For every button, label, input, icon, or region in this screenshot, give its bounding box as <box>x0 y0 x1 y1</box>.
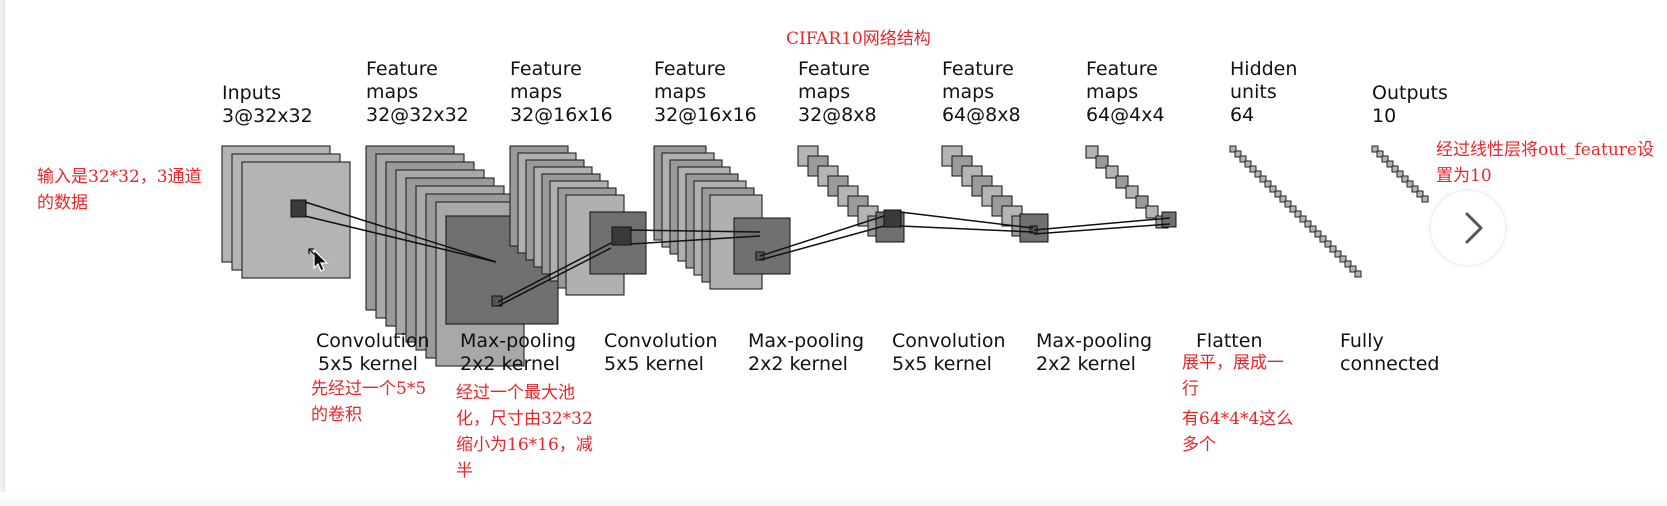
hidden-unit <box>1334 250 1342 258</box>
hidden-unit <box>1284 200 1292 208</box>
output-unit <box>1401 175 1409 183</box>
output-unit <box>1406 180 1414 188</box>
hidden-unit <box>1294 210 1302 218</box>
annotation-pool1: 经过一个最大池化，尺寸由32*32缩小为16*16，减半 <box>456 383 593 481</box>
hidden-unit <box>1279 195 1287 203</box>
connection-line <box>629 229 761 233</box>
output-unit <box>1371 145 1379 153</box>
conv2-front-map <box>733 217 791 275</box>
pool3-stack-map <box>1095 155 1109 169</box>
hidden-unit <box>1339 255 1347 263</box>
hidden-unit <box>1234 150 1242 158</box>
hidden-unit <box>1244 160 1252 168</box>
hidden-unit <box>1239 155 1247 163</box>
annotation-output: 经过线性层将out_feature设置为10 <box>1436 140 1654 186</box>
output-unit <box>1421 195 1429 203</box>
input-stack-map <box>241 161 351 279</box>
pool3-front-map <box>1161 211 1177 228</box>
connection-line <box>304 215 497 263</box>
output-unit <box>1381 155 1389 163</box>
pool3-stack-map <box>1115 175 1129 189</box>
hidden-unit <box>1274 190 1282 198</box>
connection-line <box>899 225 1034 233</box>
connection-line <box>629 235 761 245</box>
connection-line <box>1033 217 1171 231</box>
connection-line <box>759 215 885 257</box>
annotation-flatten-2: 有64*4*4这么多个 <box>1182 409 1294 455</box>
hidden-unit <box>1354 270 1362 278</box>
output-unit <box>1411 185 1419 193</box>
window-edge <box>0 0 5 506</box>
pool3-stack-map <box>1085 145 1099 159</box>
conv1-pool-window <box>491 295 503 307</box>
pool3-stack-map <box>1145 205 1159 219</box>
hidden-unit <box>1349 265 1357 273</box>
hidden-unit <box>1329 245 1337 253</box>
pool3-stack-map <box>1125 185 1139 199</box>
hidden-unit <box>1249 165 1257 173</box>
hidden-unit <box>1289 205 1297 213</box>
hidden-unit <box>1264 180 1272 188</box>
op-label-flatten: Flatten <box>1196 330 1263 352</box>
hidden-unit <box>1259 175 1267 183</box>
hidden-unit <box>1314 230 1322 238</box>
output-unit <box>1396 170 1404 178</box>
pool3-stack-map <box>1135 195 1149 209</box>
hidden-unit <box>1324 240 1332 248</box>
diagram-title: CIFAR10网络结构 <box>786 29 931 49</box>
output-unit <box>1391 165 1399 173</box>
connection-line <box>304 201 497 263</box>
window-bottom-edge <box>0 492 1667 506</box>
chevron-right-icon <box>1455 208 1491 248</box>
hidden-unit <box>1344 260 1352 268</box>
connection-line <box>759 225 885 261</box>
hidden-unit <box>1269 185 1277 193</box>
connection-line <box>1033 223 1171 235</box>
pool1-receptive-field <box>611 226 632 246</box>
hidden-unit <box>1319 235 1327 243</box>
annotation-flatten-1: 展平，展成一行 <box>1182 353 1284 399</box>
annotation-conv1: 先经过一个5*5的卷积 <box>311 379 427 425</box>
annotation-input: 输入是32*32，3通道的数据 <box>37 167 202 213</box>
pool3-stack-map <box>1105 165 1119 179</box>
hidden-unit <box>1254 170 1262 178</box>
output-unit <box>1376 150 1384 158</box>
output-unit <box>1416 190 1424 198</box>
connection-line <box>497 242 612 303</box>
hidden-unit <box>1309 225 1317 233</box>
connection-line <box>497 247 612 307</box>
hidden-unit <box>1304 220 1312 228</box>
next-slide-button[interactable] <box>1430 190 1506 266</box>
connection-line <box>899 211 1034 229</box>
pool2-receptive-field <box>883 209 902 228</box>
hidden-unit <box>1299 215 1307 223</box>
output-unit <box>1386 160 1394 168</box>
hidden-unit <box>1229 145 1237 153</box>
input-receptive-field <box>290 199 307 218</box>
mouse-cursor-icon <box>308 248 329 272</box>
